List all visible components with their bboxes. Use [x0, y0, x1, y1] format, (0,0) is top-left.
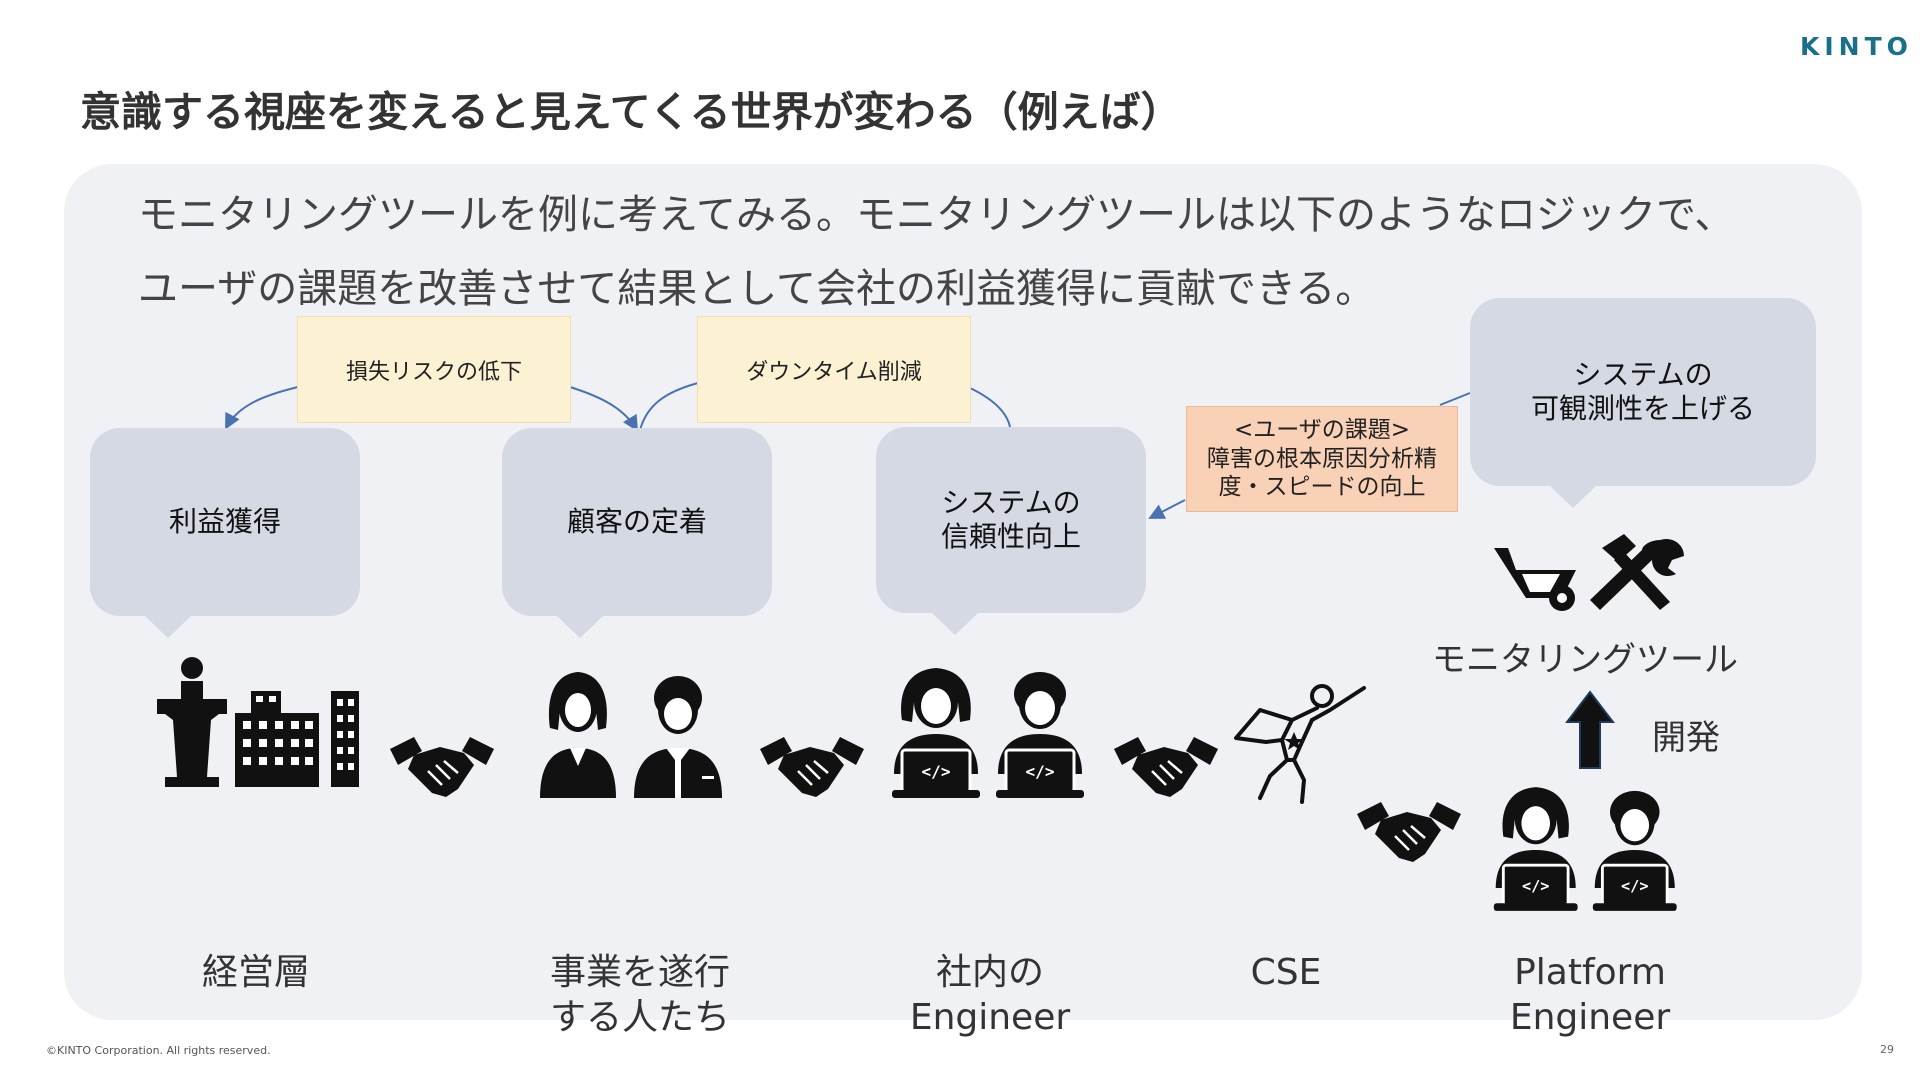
arrow-downtime-from-reliability [969, 387, 1011, 428]
intro-line-2: ユーザの課題を改善させて結果として会社の利益獲得に貢献できる。 [138, 266, 1376, 312]
label-platform-engineer: Platform Engineer [1509, 952, 1671, 1038]
page-title: 意識する視座を変えると見えてくる世界が変わる（例えば） [80, 88, 1182, 136]
bubble-observability-tail [1550, 486, 1596, 508]
intro-line-1: モニタリングツールを例に考えてみる。モニタリングツールは以下のようなロジックで、 [138, 192, 1735, 238]
label-cse: CSE [1250, 952, 1322, 993]
arrow-downtime-to-retention [639, 382, 699, 431]
copyright-footer: ©KINTO Corporation. All rights reserved. [46, 1044, 271, 1057]
kinto-logo: KINTO [1800, 32, 1913, 61]
bubble-observability: システムの 可観測性を上げる [1470, 298, 1816, 486]
bubble-retention: 顧客の定着 [502, 428, 772, 616]
internal-engineers-icon: </> </> [892, 668, 1084, 798]
label-internal-engineer: 社内の Engineer [909, 952, 1071, 1038]
label-business-people: 事業を遂行 する人たち [549, 952, 730, 1038]
business-people-icon [540, 672, 722, 798]
monitoring-tool-icon [1494, 534, 1684, 611]
arrow-observability-to-issue [1439, 392, 1471, 406]
hammer-wrench-icon [1590, 534, 1684, 610]
svg-text:</>: </> [1621, 877, 1649, 895]
monitoring-tool-label: モニタリングツール [1432, 640, 1738, 680]
wheelbarrow-icon [1494, 548, 1576, 611]
svg-text:</>: </> [1522, 877, 1550, 895]
management-icon [157, 657, 359, 787]
label-management: 経営層 [201, 952, 310, 993]
note-downtime-reduction: ダウンタイム削減 [697, 316, 971, 423]
handshake-icon [390, 737, 494, 797]
bubble-profit: 利益獲得 [90, 428, 360, 616]
engineer-1: </> [892, 668, 980, 798]
svg-text:</>: </> [1026, 762, 1055, 781]
handshake-icon [1357, 802, 1461, 862]
bubble-reliability-tail [932, 613, 978, 635]
page-number: 29 [1880, 1043, 1894, 1056]
note-risk-reduction: 損失リスクの低下 [297, 316, 571, 423]
arrow-risk-to-profit [225, 386, 299, 430]
arrow-issue-to-reliability [1148, 499, 1186, 519]
bubble-reliability: システムの 信頼性向上 [876, 427, 1146, 613]
engineer-2: </> [996, 672, 1084, 798]
develop-label: 開発 [1652, 718, 1720, 758]
up-arrow-icon [1565, 690, 1615, 769]
handshake-icon [760, 737, 864, 797]
arrow-risk-from-retention [569, 386, 639, 432]
svg-text:</>: </> [922, 762, 951, 781]
user-issue-box: <ユーザの課題> 障害の根本原因分析精 度・スピードの向上 [1186, 406, 1458, 512]
bubble-retention-tail [557, 616, 603, 638]
bubble-profit-tail [145, 616, 191, 638]
handshake-icon [1114, 737, 1218, 797]
superhero-icon [1234, 684, 1366, 804]
platform-engineers-icon: </> </> [1493, 787, 1677, 911]
